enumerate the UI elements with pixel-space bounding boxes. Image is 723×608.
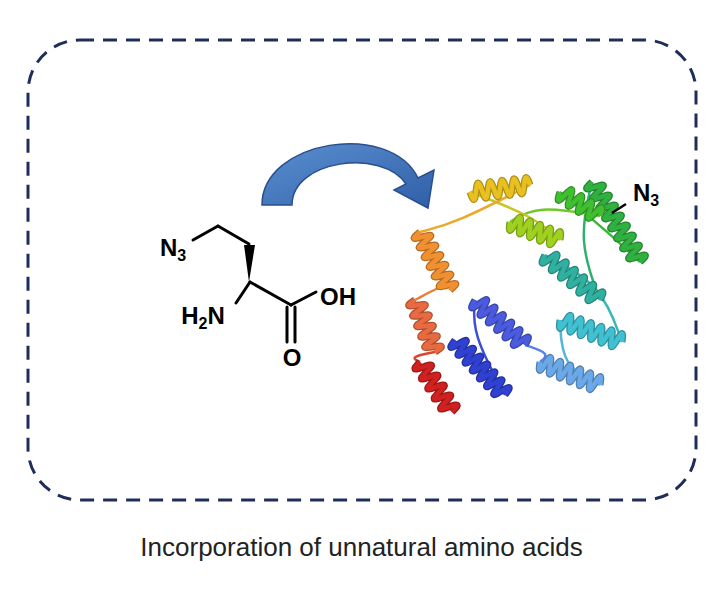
helix-shadow <box>409 300 442 352</box>
helix <box>559 315 622 347</box>
protein-ribbon <box>409 177 646 412</box>
carbonyl-oxygen: O <box>283 346 302 370</box>
dashed-frame <box>28 40 696 500</box>
helix-shadow <box>509 217 560 245</box>
helix <box>409 300 442 352</box>
helix-shadow <box>451 340 509 395</box>
helix <box>509 217 560 245</box>
ribbon-loop <box>525 345 545 362</box>
helix-shadow <box>470 177 530 199</box>
helix <box>451 340 509 395</box>
azide-tag: N3 <box>633 181 659 209</box>
leader-line <box>612 204 626 213</box>
azide-group: N3 <box>160 236 186 264</box>
helix <box>414 232 456 290</box>
hydroxyl-group: OH <box>320 285 356 309</box>
molecule-bonds <box>193 226 316 342</box>
helix <box>415 362 457 412</box>
caption: Incorporation of unnatural amino acids <box>0 532 723 563</box>
curved-arrow <box>262 144 434 208</box>
helix-shadow <box>542 254 603 300</box>
wedge-bond <box>244 245 255 282</box>
helix <box>542 254 603 300</box>
helix-shadow <box>414 232 456 290</box>
helix-shadow <box>558 190 602 219</box>
helix <box>470 177 530 199</box>
helix <box>558 190 602 219</box>
helix-shadow <box>559 315 622 347</box>
amine-group: H2N <box>181 304 225 332</box>
helix-shadow <box>539 357 601 389</box>
helix-shadow <box>472 300 529 346</box>
helix-shadow <box>415 362 457 412</box>
helix <box>539 357 601 389</box>
helix <box>472 300 529 346</box>
